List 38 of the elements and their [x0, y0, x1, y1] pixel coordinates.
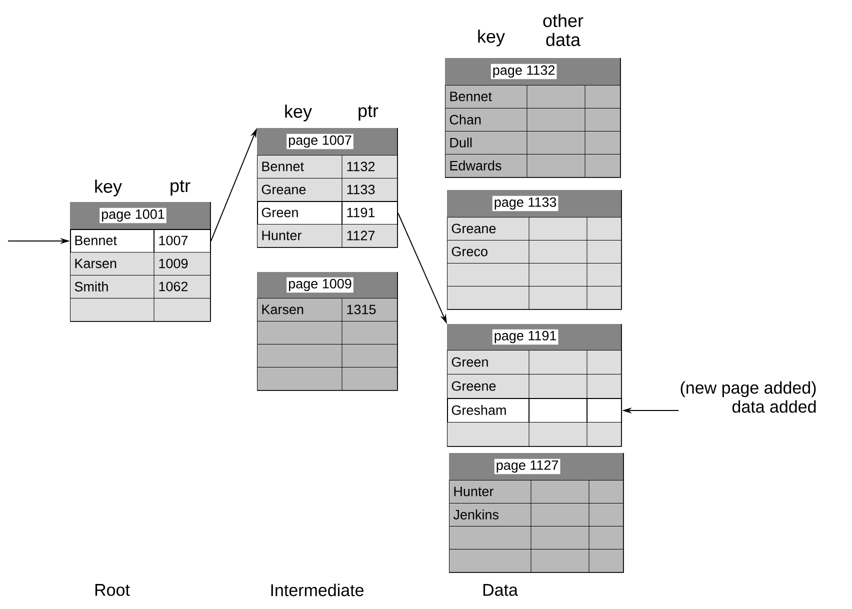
table-row [449, 526, 624, 550]
table-row [257, 344, 398, 368]
tier-label: Intermediate [271, 584, 364, 596]
column-heading: ptr [170, 180, 190, 196]
column-heading: ptr [358, 105, 378, 121]
table-row: Hunter 1127 [257, 224, 398, 248]
annotation: (new page added) data added [680, 381, 816, 413]
table-row: Greane 1133 [257, 178, 398, 202]
table-row: Edwards [445, 154, 620, 178]
tier-label: Data [483, 584, 518, 596]
tier-label: Root [95, 584, 130, 596]
table-row: Bennet 1007 [70, 228, 211, 253]
table-row: Bennet 1132 [257, 154, 398, 178]
table-row: Greane [447, 216, 622, 240]
table-row: Smith 1062 [70, 274, 210, 298]
table-row: Greene [447, 374, 622, 398]
column-heading: key [95, 180, 122, 196]
table-row [447, 262, 622, 286]
table-row: Green 1191 [257, 200, 398, 225]
table-row: Dull [445, 130, 620, 154]
table-row: Hunter [449, 480, 624, 504]
column-heading: key [285, 104, 312, 122]
table-row: Karsen 1315 [257, 298, 398, 322]
table-row: Bennet [445, 84, 620, 108]
table-row: Greco [447, 240, 622, 264]
column-heading: key [478, 30, 505, 46]
table-row: Chan [445, 108, 620, 132]
table-row [70, 298, 210, 322]
table-row [447, 422, 622, 446]
table-row [447, 286, 622, 310]
column-heading: other data [543, 14, 584, 46]
table-row [449, 548, 624, 572]
table-row: Green [447, 350, 622, 374]
table-row: Karsen 1009 [70, 252, 210, 276]
table-row: Jenkins [449, 502, 624, 526]
table-row [257, 366, 398, 390]
table-row [257, 320, 398, 344]
table-row: Gresham [447, 398, 622, 423]
